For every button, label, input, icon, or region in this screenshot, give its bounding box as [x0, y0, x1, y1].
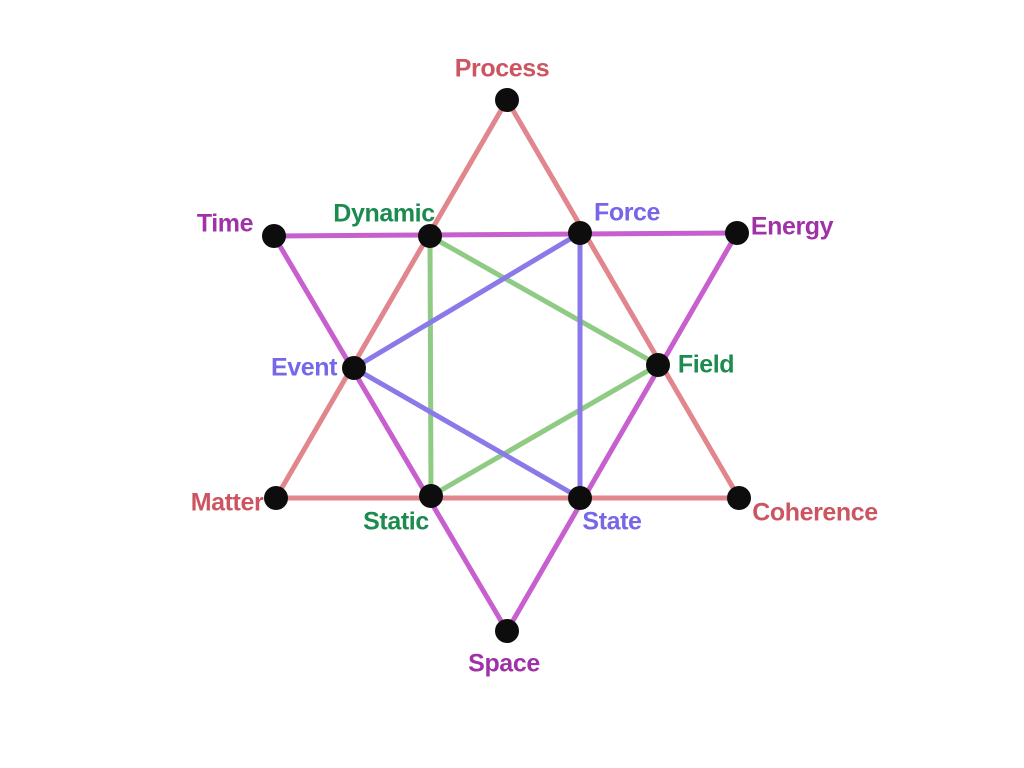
node-time [262, 224, 286, 248]
edge-process-matter [273, 97, 510, 501]
node-label-process: Process [454, 54, 550, 83]
node-label-static: Static [363, 507, 429, 536]
edge-field-static [428, 362, 661, 499]
edge-time-space [271, 233, 510, 634]
node-event [342, 356, 366, 380]
node-label-field: Field [677, 350, 735, 379]
node-matter [264, 486, 288, 510]
node-field [646, 353, 670, 377]
edge-time-energy [271, 230, 740, 239]
node-label-state: State [582, 507, 642, 536]
edge-event-state [351, 365, 583, 501]
node-coherence [727, 486, 751, 510]
node-label-force: Force [593, 198, 661, 227]
node-label-time: Time [196, 209, 254, 238]
node-label-energy: Energy [750, 212, 834, 241]
node-label-matter: Matter [190, 488, 264, 517]
node-process [495, 88, 519, 112]
edge-static-dynamic [427, 233, 434, 499]
node-label-space: Space [468, 649, 540, 678]
node-energy [725, 221, 749, 245]
edge-dynamic-field [427, 233, 661, 368]
edge-energy-space [504, 230, 740, 634]
node-dynamic [418, 224, 442, 248]
node-label-dynamic: Dynamic [333, 199, 435, 228]
edge-process-coherence [504, 97, 742, 501]
node-force [568, 221, 592, 245]
node-state [568, 486, 592, 510]
node-label-coherence: Coherence [752, 498, 878, 527]
node-label-event: Event [270, 353, 338, 382]
node-static [419, 484, 443, 508]
edge-force-event [351, 230, 583, 371]
node-space [495, 619, 519, 643]
